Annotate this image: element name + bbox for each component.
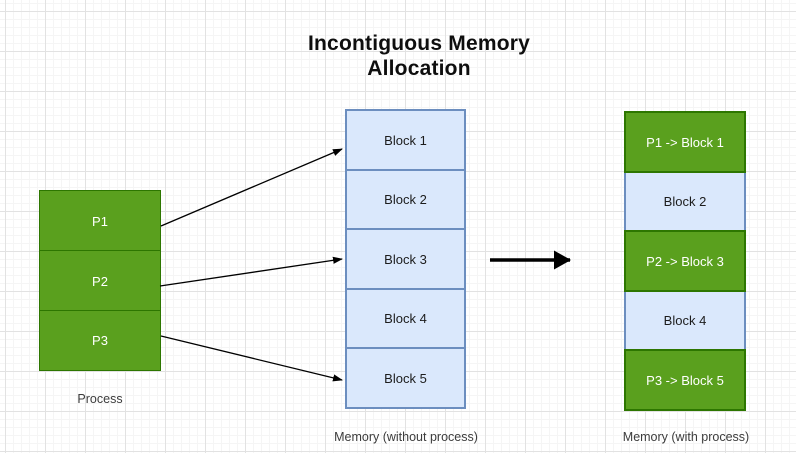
memory-block-1: Block 1 <box>345 109 466 171</box>
memory-block-3: Block 3 <box>345 228 466 290</box>
p1-to-block1-arrow <box>160 148 343 227</box>
process-box-p1: P1 <box>39 190 161 252</box>
memory-with-process-caption: Memory (with process) <box>622 430 750 444</box>
memory-with-process-column: P1 -> Block 1 Block 2 P2 -> Block 3 Bloc… <box>624 111 746 411</box>
diagram-title-line2: Allocation <box>367 57 471 80</box>
diagram-title: Incontiguous Memory Allocation <box>269 31 569 81</box>
process-stack: P1 P2 P3 <box>39 190 161 371</box>
p3-to-block5-arrow <box>160 335 343 382</box>
memory-without-process-column: Block 1 Block 2 Block 3 Block 4 Block 5 <box>345 109 466 409</box>
free-block-2: Block 2 <box>624 171 746 232</box>
memory-block-2: Block 2 <box>345 169 466 230</box>
free-block-4: Block 4 <box>624 290 746 351</box>
allocated-block-p2: P2 -> Block 3 <box>624 230 746 292</box>
allocated-block-p3: P3 -> Block 5 <box>624 349 746 411</box>
process-caption: Process <box>77 392 123 406</box>
memory-block-4: Block 4 <box>345 288 466 349</box>
allocated-block-p1: P1 -> Block 1 <box>624 111 746 173</box>
memory-without-process-caption: Memory (without process) <box>334 430 478 444</box>
process-box-p3: P3 <box>39 310 161 371</box>
p2-to-block3-arrow <box>159 256 343 287</box>
diagram-title-line1: Incontiguous Memory <box>308 32 530 55</box>
process-box-p2: P2 <box>39 250 161 312</box>
memory-block-5: Block 5 <box>345 347 466 409</box>
